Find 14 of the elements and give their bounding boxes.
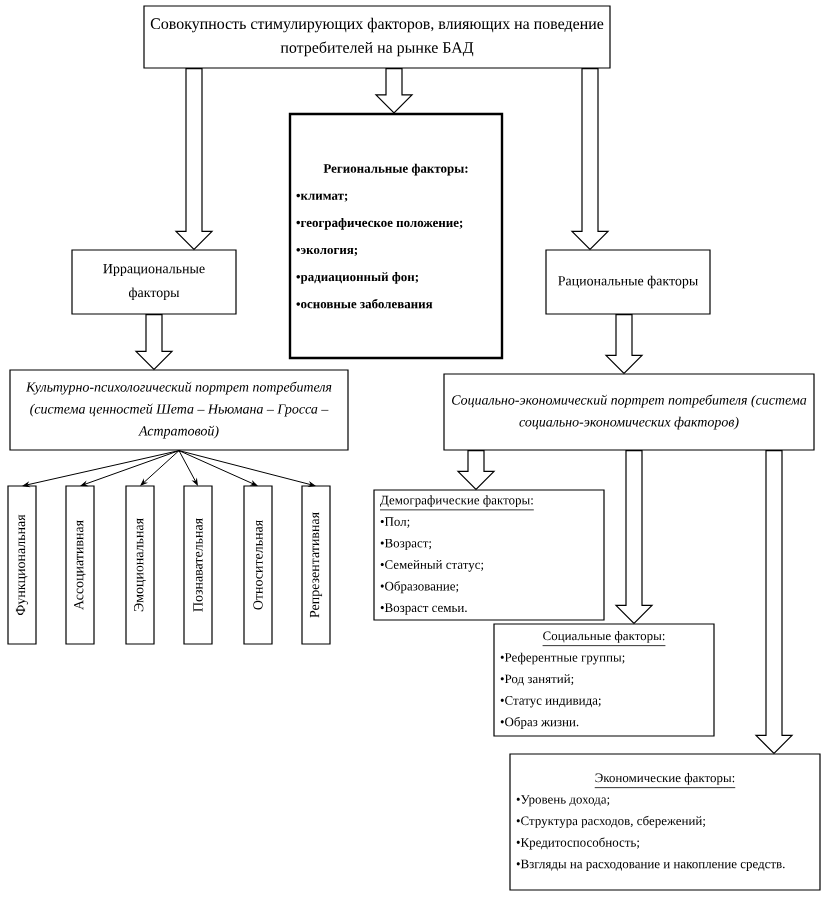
block-arrow <box>174 68 214 251</box>
arrow <box>22 450 180 487</box>
block-arrow <box>456 450 496 491</box>
arrow <box>178 450 258 486</box>
block-arrow <box>754 450 794 755</box>
block-arrow <box>134 314 174 371</box>
arrow <box>178 450 198 486</box>
block-arrow <box>614 450 654 625</box>
block-arrow <box>374 68 414 114</box>
arrow <box>140 450 180 486</box>
arrow <box>178 450 316 487</box>
arrow <box>80 450 180 487</box>
block-arrow <box>570 68 610 251</box>
block-arrow <box>604 314 644 375</box>
